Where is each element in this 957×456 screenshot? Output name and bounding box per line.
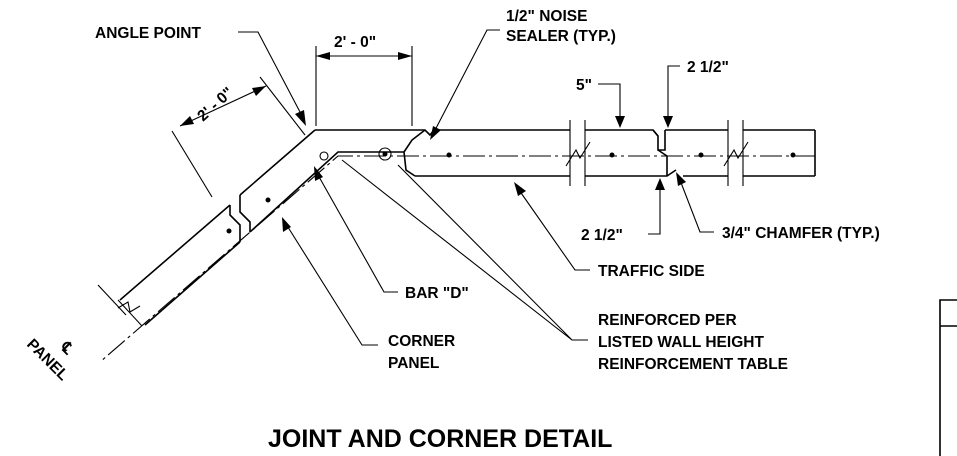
rebar-dot: [226, 228, 232, 234]
traffic-side-leader: [518, 189, 590, 271]
dimensions: [171, 46, 680, 235]
dim-top-extension: [315, 46, 413, 126]
reinforced-label-3: REINFORCEMENT TABLE: [598, 356, 788, 373]
dim-2half-top-arrow: [663, 116, 673, 128]
corner-panel-bottom-edge: [144, 151, 404, 326]
reinforced-label-1: REINFORCED PER: [598, 312, 737, 329]
angle-point-label: ANGLE POINT: [95, 25, 201, 42]
dim-2half-bottom-arrow: [655, 178, 665, 190]
wall-panels: [97, 120, 816, 363]
step-joint: [652, 129, 668, 176]
corner-panel-arrow: [282, 217, 291, 232]
centerline-symbol: ℄: [56, 338, 77, 359]
bar-d-leader: [317, 174, 398, 293]
reinforced-label-2: LISTED WALL HEIGHT: [598, 334, 764, 351]
break-line-2: [723, 120, 749, 186]
chamfer-label: 3/4" CHAMFER (TYP.): [722, 225, 880, 242]
dim-5-line: [598, 83, 621, 96]
chamfer-arrow: [676, 172, 686, 186]
rebar-dot: [382, 151, 388, 157]
dim-diag-label: 2' - 0": [194, 84, 237, 125]
noise-sealer-label-2: SEALER (TYP.): [506, 28, 616, 45]
rebar-dot: [698, 152, 704, 158]
corner-panel-joint: [229, 195, 251, 242]
angle-point-arrow: [295, 110, 306, 126]
panel-centerline: [99, 155, 815, 363]
rebar-circle: [378, 147, 392, 161]
corner-panel-top-edge: [119, 129, 316, 301]
straight-wall-top-edge: [315, 129, 815, 137]
bar-d-label: BAR "D": [405, 285, 469, 302]
noise-sealer-arrow: [430, 126, 441, 140]
dim-2half-bottom-label: 2 1/2": [581, 227, 623, 244]
dim-2half-top-leader: [667, 65, 680, 126]
title-block-border: [939, 299, 957, 456]
corner-break-line: [97, 284, 143, 327]
corner-panel-label-2: PANEL: [388, 355, 439, 372]
straight-wall-bottom-edge: [415, 169, 815, 177]
dim-2half-bottom-leader: [648, 180, 661, 235]
traffic-side-arrow: [514, 182, 526, 196]
detail-title: JOINT AND CORNER DETAIL: [268, 425, 612, 453]
dim-diag-extension: [171, 76, 306, 198]
dim-5-label: 5": [576, 77, 592, 94]
rebar-dot: [265, 197, 271, 203]
leaders: [238, 29, 714, 346]
traffic-side-label: TRAFFIC SIDE: [598, 263, 705, 280]
dim-top-label: 2' - 0": [334, 34, 376, 51]
rebar-dot: [790, 152, 796, 158]
chamfer-leader: [679, 179, 714, 233]
dim-5-arrow: [615, 116, 625, 128]
noise-sealer-joint: [403, 129, 426, 177]
reinforced-leaders: [341, 159, 588, 341]
break-line-1: [565, 120, 591, 186]
rebar-dot: [446, 152, 452, 158]
dim-diag-arrows: [180, 86, 266, 126]
corner-panel-leader: [285, 223, 378, 346]
angle-point-leader: [238, 31, 301, 113]
bar-d-arrow: [314, 166, 323, 181]
rebar-dot: [609, 152, 615, 158]
dim-2half-top-label: 2 1/2": [687, 59, 729, 76]
bar-d-circle: [319, 151, 329, 161]
noise-sealer-label-1: 1/2" NOISE: [506, 8, 587, 25]
noise-sealer-leader: [432, 29, 500, 135]
corner-panel-label-1: CORNER: [388, 333, 455, 350]
